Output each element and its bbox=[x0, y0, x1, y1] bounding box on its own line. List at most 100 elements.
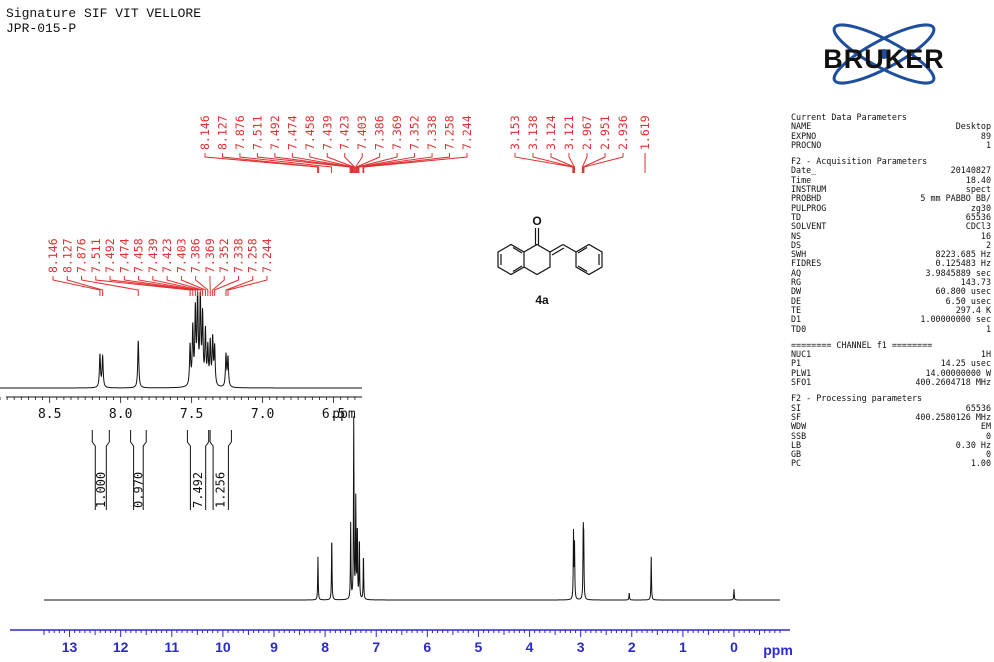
peak-label: 7.492 bbox=[268, 115, 282, 150]
param-value: 0.125483 Hz bbox=[935, 258, 991, 269]
param-row: GB 0 bbox=[791, 449, 991, 460]
param-key: SI bbox=[791, 402, 802, 413]
expansion-axis-tick-label: 7.5 bbox=[180, 407, 203, 422]
param-row: EXPNO 89 bbox=[791, 130, 991, 141]
peak-label-leader bbox=[195, 276, 209, 296]
peak-label-leader bbox=[180, 276, 206, 296]
peak-label-leader bbox=[362, 153, 451, 173]
param-value: 0 bbox=[985, 449, 991, 460]
peak-label-leader bbox=[274, 153, 352, 173]
main-axis-tick-label: 2 bbox=[628, 639, 636, 655]
integral-value: 7.492 bbox=[191, 472, 205, 508]
peak-label: 7.258 bbox=[246, 238, 260, 273]
param-key: GB bbox=[791, 449, 802, 460]
param-value: 6.50 usec bbox=[945, 295, 991, 306]
peak-label: 7.423 bbox=[160, 238, 174, 273]
param-row: RG 143.73 bbox=[791, 277, 991, 288]
param-value: 18.40 bbox=[965, 174, 991, 185]
main-axis-tick-label: 1 bbox=[679, 639, 687, 655]
main-axis-tick-label: 6 bbox=[423, 639, 431, 655]
param-key: EXPNO bbox=[791, 130, 817, 141]
bruker-logo: BRUKER bbox=[823, 23, 945, 85]
peak-label: 7.458 bbox=[303, 115, 317, 150]
param-value: 65536 bbox=[965, 402, 991, 413]
param-value: 20140827 bbox=[950, 165, 991, 176]
param-value: 1.00000000 sec bbox=[920, 314, 991, 325]
param-value: 14.00000000 W bbox=[925, 367, 991, 378]
expansion-axis-tick-label: 7.0 bbox=[251, 407, 274, 422]
peak-label: 8.146 bbox=[198, 115, 212, 150]
param-key: PROBHD bbox=[791, 193, 822, 204]
peak-label: 1.619 bbox=[638, 115, 652, 150]
bruker-logo-text: BRUKER bbox=[823, 44, 945, 74]
param-key: SOLVENT bbox=[791, 221, 827, 232]
peak-label-leader bbox=[326, 153, 355, 173]
peak-label-leader bbox=[212, 276, 225, 296]
param-key: LB bbox=[791, 439, 802, 450]
peak-label: 8.146 bbox=[46, 238, 60, 273]
param-key: RG bbox=[791, 277, 802, 288]
peak-label-leader bbox=[52, 276, 101, 296]
param-value: 16 bbox=[980, 230, 991, 241]
param-row: SI 65536 bbox=[791, 402, 991, 413]
param-key: NS bbox=[791, 230, 802, 241]
peak-label-leader bbox=[256, 153, 351, 173]
peak-label: 7.386 bbox=[189, 238, 203, 273]
peak-label: 7.423 bbox=[338, 115, 352, 150]
peak-label-leader bbox=[363, 153, 468, 173]
param-key: PLW1 bbox=[791, 367, 812, 378]
param-value: EM bbox=[980, 421, 991, 432]
peak-label: 7.403 bbox=[174, 238, 188, 273]
param-value: 0 bbox=[985, 430, 991, 441]
spectrum-header: Signature SIF VIT VELLORE JPR-015-P bbox=[6, 6, 201, 36]
peak-label: 2.967 bbox=[580, 115, 594, 150]
param-key: SFO1 bbox=[791, 377, 812, 388]
param-value: 60.800 usec bbox=[935, 286, 991, 297]
main-axis-tick-label: 10 bbox=[215, 639, 231, 655]
peak-label: 7.492 bbox=[103, 238, 117, 273]
main-axis-tick-label: 5 bbox=[475, 639, 483, 655]
peak-label-leader bbox=[221, 153, 320, 173]
peak-label: 7.474 bbox=[117, 238, 131, 273]
peak-label-leader bbox=[583, 153, 624, 173]
param-row: NS 16 bbox=[791, 230, 991, 241]
peak-label-leader bbox=[239, 153, 332, 173]
peak-label-leader bbox=[109, 276, 194, 296]
peak-label: 7.439 bbox=[146, 238, 160, 273]
param-key: DS bbox=[791, 239, 802, 250]
peak-label: 3.121 bbox=[562, 115, 576, 150]
peak-label: 7.369 bbox=[203, 238, 217, 273]
param-value: 89 bbox=[980, 130, 991, 141]
param-key: AQ bbox=[791, 267, 802, 278]
main-axis-tick-label: 9 bbox=[270, 639, 278, 655]
main-axis-tick-label: 12 bbox=[113, 639, 129, 655]
peak-label: 7.876 bbox=[75, 238, 89, 273]
param-value: 143.73 bbox=[960, 277, 991, 288]
param-value: 1.00 bbox=[970, 458, 991, 469]
peak-labels-1619: 1.619 bbox=[638, 115, 652, 173]
acq-params-title: F2 - Acquisition Parameters bbox=[791, 156, 928, 167]
integral-bracket bbox=[209, 430, 232, 510]
peak-label-leader bbox=[81, 276, 139, 296]
current-params-title: Current Data Parameters bbox=[791, 112, 907, 122]
molecule-structure-4a: O 4a bbox=[497, 214, 603, 307]
peak-label-leader bbox=[581, 153, 588, 173]
main-axis-tick-label: 4 bbox=[526, 639, 534, 655]
peak-label: 8.127 bbox=[60, 238, 74, 273]
expansion-axis-tick-label: 6.5 bbox=[322, 407, 345, 422]
peak-label-leader bbox=[582, 153, 606, 173]
